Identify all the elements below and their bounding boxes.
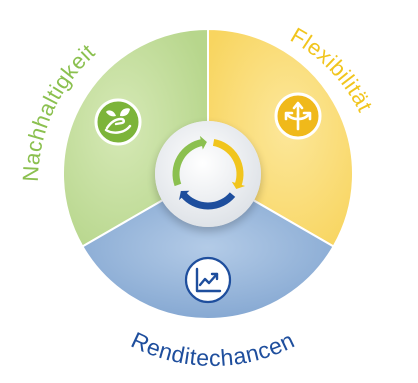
cycle-ring-icon xyxy=(172,135,246,210)
label-renditechancen: Renditechancen xyxy=(127,327,298,371)
center-hub xyxy=(154,121,262,232)
leaf-in-hand-icon xyxy=(94,98,142,146)
branching-arrows-icon xyxy=(274,92,322,140)
ring-arc-blue-arrowhead xyxy=(179,190,190,201)
ring-arc-yellow-arrowhead xyxy=(231,181,246,190)
ring-arc-yellow xyxy=(212,139,244,187)
ring-arc-blue xyxy=(180,192,236,210)
line-chart-icon xyxy=(184,256,232,304)
ring-arc-green-arrowhead xyxy=(199,135,207,150)
ring-arc-green xyxy=(172,139,204,187)
